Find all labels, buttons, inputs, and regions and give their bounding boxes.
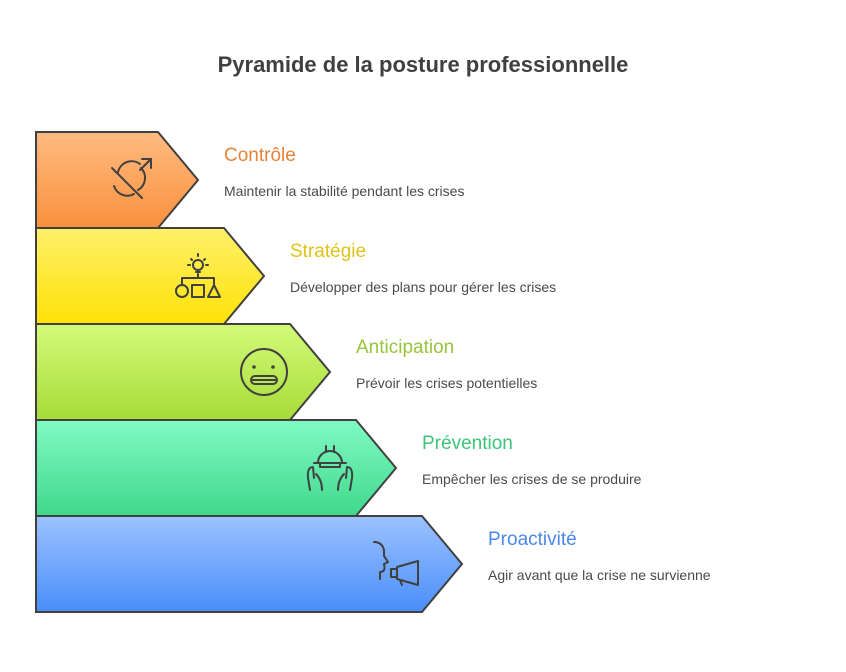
level-title: Prévention xyxy=(422,433,513,454)
level-title: Stratégie xyxy=(290,241,367,262)
level-description: Développer des plans pour gérer les cris… xyxy=(290,279,557,295)
pyramid-level-4 xyxy=(35,419,398,517)
control-icon xyxy=(111,158,152,199)
level-description: Prévoir les crises potentielles xyxy=(356,375,538,391)
level-description: Agir avant que la crise ne survienne xyxy=(488,567,711,583)
level-title: Contrôle xyxy=(224,145,296,166)
pyramid-level-1 xyxy=(35,131,200,229)
level-title: Anticipation xyxy=(356,337,455,358)
level-description: Empêcher les crises de se produire xyxy=(422,471,642,487)
hands-helmet-icon xyxy=(306,445,354,491)
grimace-face-icon xyxy=(240,348,288,396)
strategy-icon xyxy=(175,253,221,298)
megaphone-speaker-icon xyxy=(373,541,419,586)
level-title: Proactivité xyxy=(488,529,577,550)
pyramid-level-5 xyxy=(35,515,464,613)
diagram-title: Pyramide de la posture professionnelle xyxy=(217,52,629,77)
pyramid-level-3 xyxy=(35,323,332,421)
level-description: Maintenir la stabilité pendant les crise… xyxy=(224,183,465,199)
pyramid-level-2 xyxy=(35,227,266,325)
